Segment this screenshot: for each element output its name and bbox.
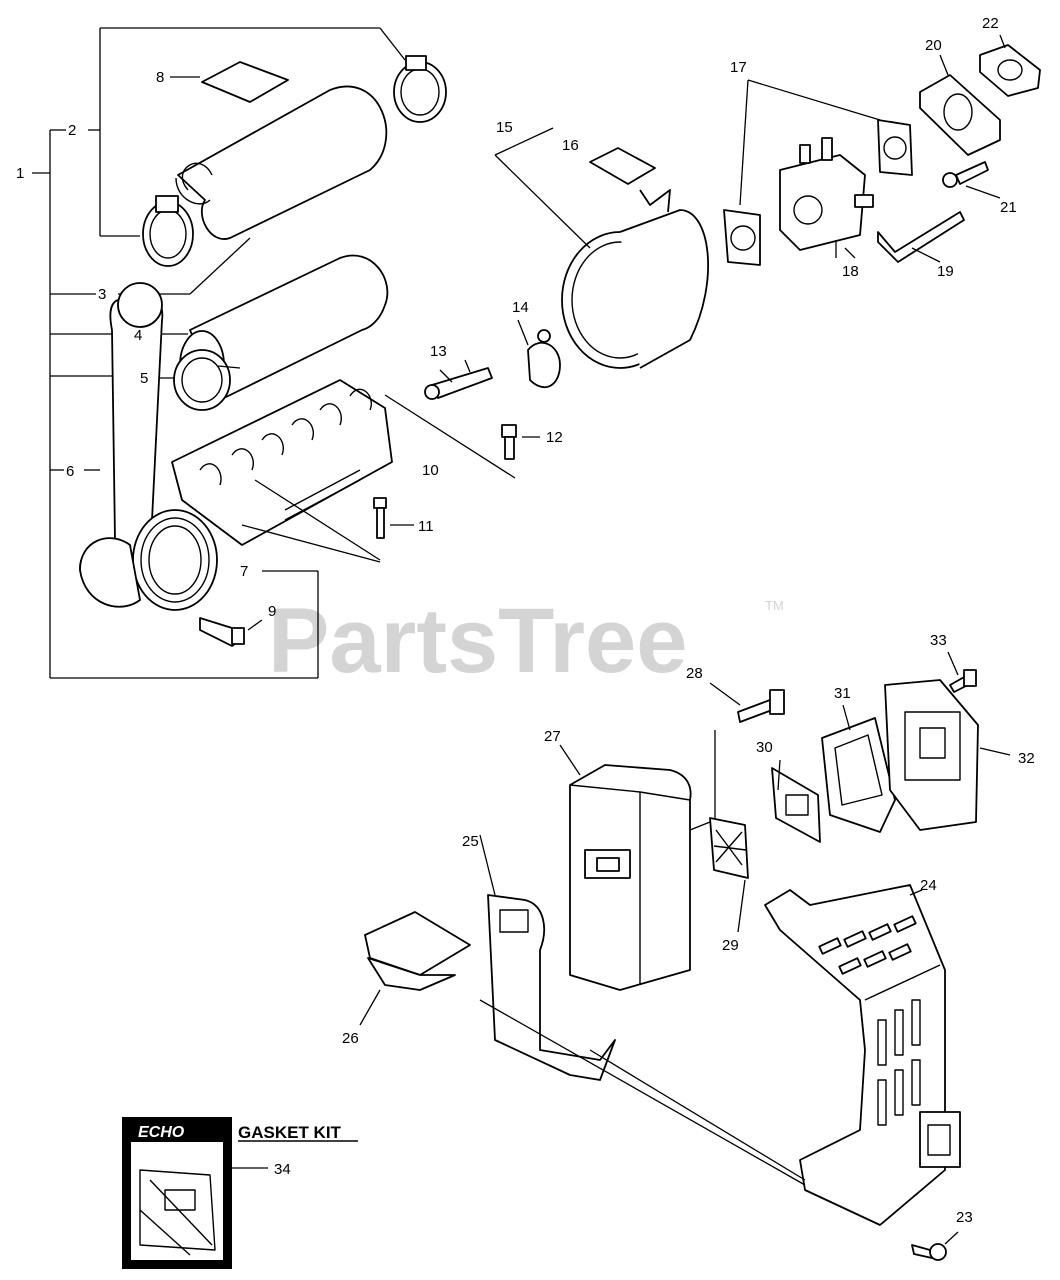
callout-10: 10 <box>422 462 439 479</box>
callout-32: 32 <box>1018 750 1035 767</box>
callout-4: 4 <box>134 327 142 344</box>
bolt-33 <box>949 669 977 693</box>
brand-logo: ECHO <box>138 1124 185 1141</box>
muffler-27 <box>569 730 716 991</box>
clip-ring-top <box>393 55 447 123</box>
callout-18: 18 <box>842 263 859 280</box>
heat-shield-24 <box>479 884 961 1226</box>
bolt-12 <box>501 424 540 460</box>
spark-screen-29 <box>709 817 749 879</box>
callout-22: 22 <box>982 15 999 32</box>
screw-23 <box>911 1231 959 1261</box>
callout-7: 7 <box>240 563 248 580</box>
bolt-9 <box>199 617 263 647</box>
gasket-22 <box>979 44 1041 97</box>
callout-21: 21 <box>1000 199 1017 216</box>
seal-ring-5 <box>173 349 231 411</box>
callout-27: 27 <box>544 728 561 745</box>
insulator-20 <box>919 74 1001 156</box>
gasket-kit-title: GASKET KIT <box>238 1123 342 1142</box>
screw-21 <box>942 161 1001 199</box>
watermark-text: PartsTree <box>268 590 687 692</box>
leader-10-12 <box>384 394 516 479</box>
callout-2: 2 <box>68 122 76 139</box>
plate-32 <box>884 679 979 831</box>
callout-28: 28 <box>686 665 703 682</box>
air-cleaner-case-10 <box>171 379 393 546</box>
bolt-13 <box>424 367 493 400</box>
gasket-17 <box>723 79 913 266</box>
callout-29: 29 <box>722 937 739 954</box>
gasket-30 <box>771 767 821 843</box>
stud-28 <box>737 689 785 723</box>
leader-19 <box>911 247 941 263</box>
clip-ring-left <box>142 195 194 267</box>
callout-25: 25 <box>462 833 479 850</box>
bracket-14 <box>527 329 561 389</box>
callout-14: 14 <box>512 299 529 316</box>
leader-10-11 <box>254 479 381 561</box>
watermark-trademark: TM <box>765 598 784 613</box>
leader-lines <box>217 34 1011 933</box>
callout-31: 31 <box>834 685 851 702</box>
callout-30: 30 <box>756 739 773 756</box>
callout-26: 26 <box>342 1030 359 1047</box>
callout-19: 19 <box>937 263 954 280</box>
callout-16: 16 <box>562 137 579 154</box>
callout-3: 3 <box>98 286 106 303</box>
gasket-kit-34: ECHO GASKET KIT <box>122 1117 358 1269</box>
callout-13: 13 <box>430 343 447 360</box>
callout-1: 1 <box>16 165 24 182</box>
elbow-pipe-6 <box>79 282 164 595</box>
callout-17: 17 <box>730 59 747 76</box>
callout-24: 24 <box>920 877 937 894</box>
label-plate-16 <box>589 147 656 185</box>
callout-33: 33 <box>930 632 947 649</box>
callout-9: 9 <box>268 603 276 620</box>
carburetor-18 <box>779 137 874 258</box>
callout-5: 5 <box>140 370 148 387</box>
gasket-31 <box>821 717 896 833</box>
callout-8: 8 <box>156 69 164 86</box>
adapter-7 <box>79 509 218 611</box>
callout-34: 34 <box>274 1161 291 1178</box>
callout-6: 6 <box>66 463 74 480</box>
plate-26 <box>359 911 471 1026</box>
callout-11: 11 <box>418 518 434 535</box>
screw-11 <box>373 497 414 539</box>
callout-labels: 1 2 3 4 5 6 7 8 9 10 11 12 13 14 15 16 1… <box>16 15 1035 1226</box>
callout-23: 23 <box>956 1209 973 1226</box>
outer-filter-3 <box>175 85 388 240</box>
watermark: PartsTree TM <box>268 590 784 692</box>
label-plate-8 <box>201 61 289 103</box>
callout-15: 15 <box>496 119 513 136</box>
callout-20: 20 <box>925 37 942 54</box>
shroud-15 <box>494 127 709 369</box>
bracket-25 <box>479 834 616 1081</box>
callout-12: 12 <box>546 429 563 446</box>
fuel-pipe-19 <box>877 211 965 263</box>
